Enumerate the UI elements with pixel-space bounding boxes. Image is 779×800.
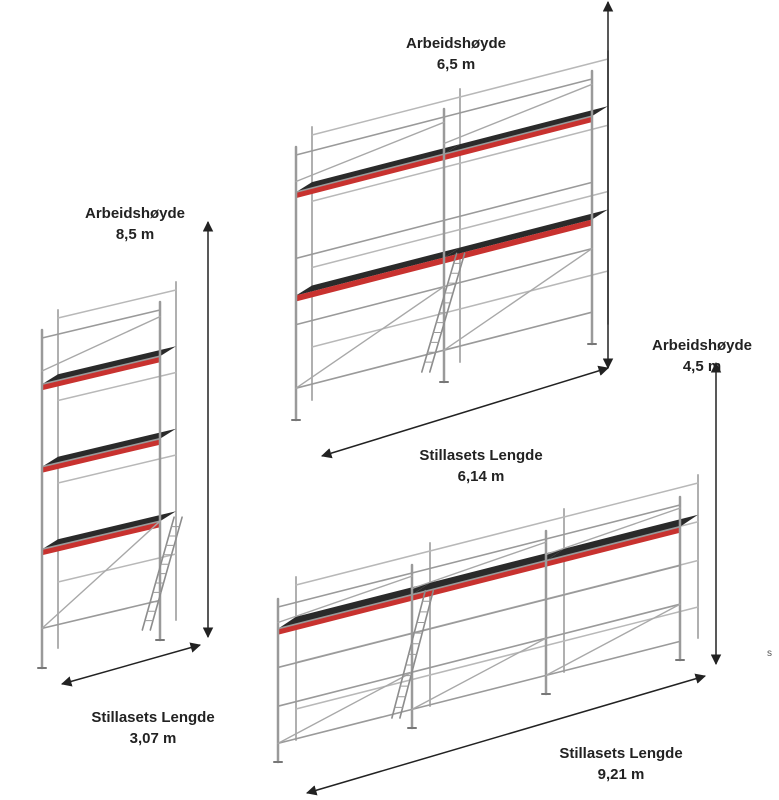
- back-rail: [295, 606, 699, 710]
- small-length-arrow: [60, 642, 202, 687]
- front-rail: [295, 285, 445, 326]
- deck-top: [546, 514, 698, 561]
- back-rail: [311, 124, 609, 202]
- front-rail: [41, 437, 161, 468]
- deck-edge: [278, 594, 412, 635]
- deck-edge: [296, 257, 444, 302]
- ladder: [420, 252, 466, 373]
- deck-edge: [412, 560, 546, 601]
- front-rail: [41, 520, 161, 551]
- diagonal-brace: [41, 315, 161, 372]
- deck-edge: [42, 521, 160, 556]
- front-rail: [443, 311, 593, 352]
- back-rail: [57, 553, 177, 583]
- deck-top: [296, 247, 460, 296]
- front-rail: [277, 593, 413, 630]
- deck-top: [296, 144, 460, 193]
- diagonal-brace: [443, 83, 593, 145]
- deck-edge: [546, 526, 680, 567]
- deck-top: [42, 511, 176, 550]
- front-rail: [545, 525, 681, 562]
- back-rail: [311, 58, 609, 136]
- back-rail: [311, 270, 609, 348]
- front-rail: [411, 674, 547, 711]
- scaffold-medium: [291, 50, 609, 422]
- scaffold-small: [37, 281, 183, 670]
- deck-top: [444, 209, 608, 258]
- medium-length-arrow: [320, 365, 610, 459]
- front-rail: [443, 181, 593, 222]
- deck-edge: [42, 356, 160, 391]
- front-rail: [545, 603, 681, 640]
- front-rail: [545, 640, 681, 677]
- front-rail: [295, 219, 445, 260]
- deck-edge: [296, 154, 444, 199]
- diagonal-brace: [295, 121, 445, 183]
- front-rail: [277, 671, 413, 708]
- diagonal-brace: [443, 247, 593, 351]
- large-length-arrow: [305, 673, 707, 796]
- deck-top: [42, 428, 176, 467]
- deck-top: [444, 106, 608, 155]
- front-rail: [411, 538, 547, 574]
- deck-top: [412, 548, 564, 595]
- diagonal-brace: [411, 541, 547, 590]
- front-rail: [41, 355, 161, 386]
- deck-edge: [42, 438, 160, 473]
- front-rail: [295, 116, 445, 156]
- back-rail: [295, 482, 699, 586]
- diagonal-brace: [295, 285, 445, 389]
- front-rail: [277, 572, 413, 608]
- front-rail: [277, 708, 413, 745]
- deck-edge: [444, 219, 592, 264]
- scaffold-large: [273, 474, 699, 764]
- ladder: [141, 516, 183, 631]
- front-rail: [545, 564, 681, 601]
- diagonal-brace: [277, 575, 413, 624]
- front-rail: [41, 599, 161, 630]
- front-rail: [295, 153, 445, 193]
- front-rail: [443, 247, 593, 288]
- back-rail: [57, 371, 177, 402]
- back-rail: [57, 289, 177, 319]
- front-rail: [443, 115, 593, 155]
- front-rail: [411, 598, 547, 635]
- back-rail: [57, 454, 177, 484]
- deck-top: [42, 346, 176, 385]
- front-rail: [443, 78, 593, 118]
- stray-letter: s: [767, 648, 772, 659]
- deck-top: [278, 582, 430, 629]
- front-rail: [277, 632, 413, 669]
- front-rail: [545, 504, 681, 540]
- front-rail: [411, 559, 547, 596]
- deck-edge: [444, 116, 592, 161]
- front-rail: [41, 309, 161, 339]
- front-rail: [411, 637, 547, 674]
- back-rail: [311, 190, 609, 269]
- diagonal-brace: [545, 603, 681, 677]
- diagonal-brace: [41, 520, 161, 630]
- diagonal-brace: [545, 507, 681, 556]
